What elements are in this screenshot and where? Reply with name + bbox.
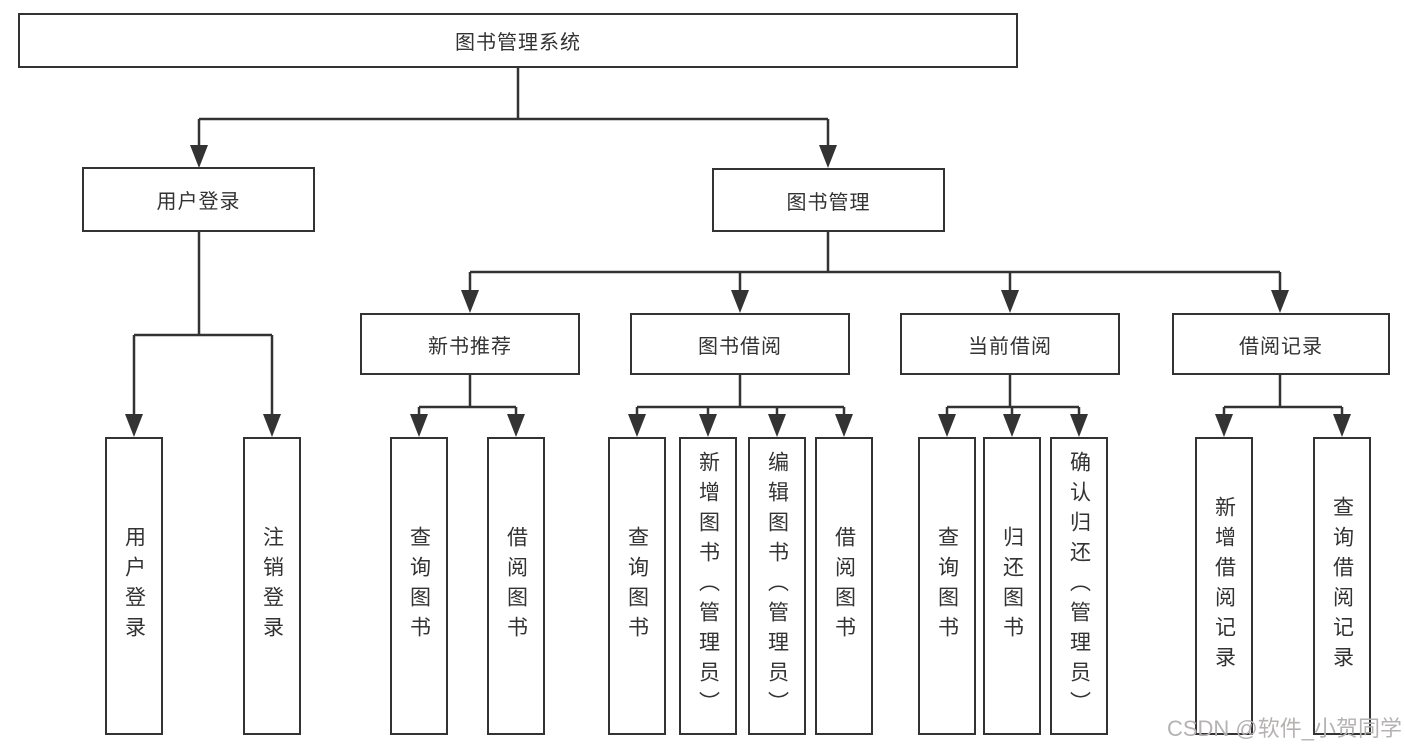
node-leaf-query-borrow-record: 查询借阅记录 — [1313, 437, 1371, 735]
node-leaf-borrow-books-rec: 借阅图书 — [487, 437, 545, 735]
connector-new-book-rec-to-leaves — [417, 375, 518, 422]
node-module-borrowing-records: 借阅记录 — [1172, 313, 1390, 375]
node-branch-book-management: 图书管理 — [712, 168, 945, 232]
connector-book-borrow-to-leaves — [635, 375, 846, 422]
node-leaf-edit-books-admin: 编辑图书（管理员） — [748, 437, 806, 735]
node-module-current-borrowing: 当前借阅 — [900, 313, 1120, 375]
connector-book-mgmt-to-modules — [468, 232, 1282, 296]
arrowheads-level2 — [190, 145, 837, 168]
node-leaf-confirm-return-admin: 确认归还（管理员） — [1050, 437, 1108, 735]
node-leaf-return-books: 归还图书 — [983, 437, 1041, 735]
arrowheads-user-login-leaves — [125, 414, 281, 437]
node-module-new-book-recommendation: 新书推荐 — [360, 313, 580, 375]
node-leaf-user-login: 用户登录 — [105, 437, 163, 735]
node-leaf-query-books-current: 查询图书 — [918, 437, 976, 735]
arrowheads-borrow-records-leaves — [1215, 414, 1351, 437]
node-leaf-query-books-borrow: 查询图书 — [608, 437, 666, 735]
arrowheads-book-borrow-leaves — [628, 414, 853, 437]
node-leaf-borrow-books: 借阅图书 — [815, 437, 873, 735]
node-leaf-add-books-admin: 新增图书（管理员） — [679, 437, 737, 735]
node-branch-user-login: 用户登录 — [82, 167, 315, 232]
connector-root-to-level2 — [197, 68, 830, 150]
node-module-book-borrowing: 图书借阅 — [630, 313, 850, 375]
node-leaf-query-books-rec: 查询图书 — [390, 437, 448, 735]
arrowheads-current-borrow-leaves — [938, 414, 1088, 437]
arrowheads-new-book-rec-leaves — [410, 414, 525, 437]
node-root-system: 图书管理系统 — [18, 13, 1018, 68]
node-leaf-add-borrow-record: 新增借阅记录 — [1195, 437, 1253, 735]
watermark: CSDN @软件_小贺同学 — [1166, 716, 1402, 741]
node-leaf-logout: 注销登录 — [243, 437, 301, 735]
connector-borrow-records-to-leaves — [1222, 375, 1344, 422]
arrowheads-modules — [461, 290, 1289, 313]
connector-user-login-to-leaves — [132, 232, 274, 420]
